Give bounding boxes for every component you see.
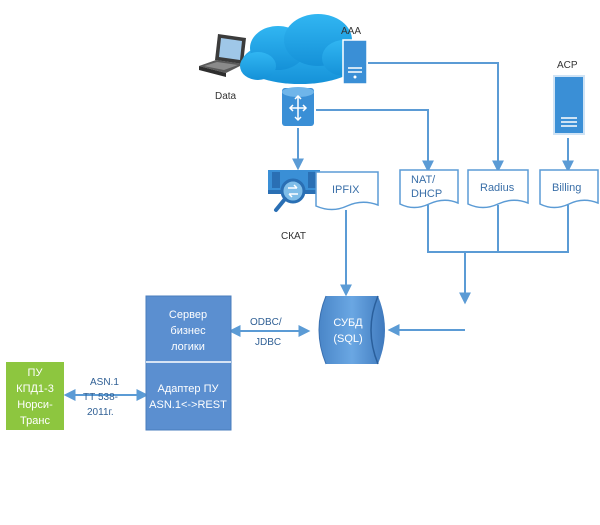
acp-label: ACP [557,60,578,71]
acp-server-icon [553,75,585,135]
edge-router-nat [316,109,434,173]
nat-label-line2: DHCP [411,188,442,200]
pu-box: ПУ КПД1-3 Норси- Транс [6,362,64,430]
business-logic-server-box: Сервер бизнес логики [145,295,232,363]
edge-aaa-radius [368,62,504,173]
router-icon [282,87,314,126]
pu-line3: Норси- [17,399,53,411]
adapter-box: Адаптер ПУ ASN.1<->REST [145,361,232,431]
ipfix-label: IPFIX [332,184,360,196]
pu-line4: Транс [20,415,50,427]
radius-document: Radius [467,169,529,209]
laptop-icon [199,34,246,77]
adapter-line2: ASN.1<->REST [149,399,227,411]
asn-label-line3: 2011г. [87,407,114,418]
asn-label-line1: ASN.1 [90,377,119,388]
dpi-device-icon [268,170,320,212]
billing-label: Billing [552,182,581,194]
nat-label-line1: NAT/ [411,174,436,186]
pu-line1: ПУ [28,367,44,379]
odbc-label-line2: JDBC [255,337,281,348]
db-line2: (SQL) [333,333,362,345]
db-line1: СУБД [333,317,363,329]
connectors [63,62,574,401]
pu-line2: КПД1-3 [16,383,54,395]
radius-label: Radius [480,182,515,194]
server-logic-line1: Сервер [169,309,207,321]
aaa-label: AAA [341,26,361,37]
skat-label: СКАТ [281,231,306,242]
server-logic-line3: логики [171,341,205,353]
laptop-label: Data [215,91,237,102]
aaa-server-icon [342,39,368,85]
adapter-line1: Адаптер ПУ [158,383,220,395]
database-cylinder: СУБД (SQL) [318,295,385,365]
asn-label-line2: ТТ 538- [83,392,118,403]
billing-document: Billing [539,169,599,209]
ipfix-document: IPFIX [315,171,379,211]
server-logic-line2: бизнес [170,325,206,337]
odbc-label-line1: ODBC/ [250,317,282,328]
nat-dhcp-document: NAT/ DHCP [399,169,459,209]
